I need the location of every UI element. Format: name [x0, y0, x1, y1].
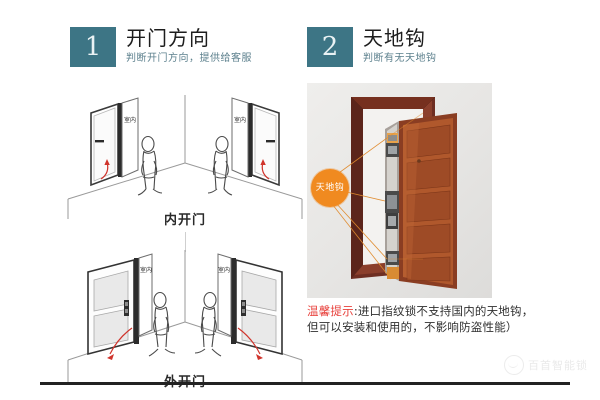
security-door-photo	[307, 83, 492, 298]
watermark: 百首智能锁	[504, 355, 588, 375]
room-label-outward-left: 室内	[140, 266, 152, 274]
room-label-inward-right: 室内	[234, 116, 246, 124]
section-number-badge-1: 1	[70, 27, 116, 67]
room-label-outward-right: 室内	[218, 266, 230, 274]
section-header-text-1: 开门方向 判断开门方向，提供给客服	[126, 27, 252, 65]
warm-tip-line2: 但可以安装和使用的，不影响防盗性能）	[307, 320, 518, 334]
section-header-text-2: 天地钩 判断有无天地钩	[363, 27, 437, 65]
diagram-divider	[185, 232, 186, 252]
section-subtitle-1: 判断开门方向，提供给客服	[126, 53, 252, 64]
watermark-logo-icon	[504, 355, 524, 375]
diagram-outward-opening-door: 室内	[60, 250, 310, 385]
diagram-caption-outward: 外开门	[60, 371, 310, 390]
sky-ground-hook-callout: 天地钩	[311, 169, 349, 207]
diagram-caption-inward: 内开门	[163, 213, 206, 228]
section-subtitle-2: 判断有无天地钩	[363, 53, 437, 64]
bottom-divider	[40, 382, 570, 385]
warm-tip: 温馨提示:进口指纹锁不支持国内的天地钩， 但可以安装和使用的，不影响防盗性能）	[307, 303, 542, 335]
warm-tip-label: 温馨提示	[307, 304, 354, 318]
section-header-1: 1 开门方向 判断开门方向，提供给客服	[70, 27, 252, 67]
warm-tip-separator: :	[353, 304, 358, 318]
section-number-badge-2: 2	[307, 27, 353, 67]
section-header-2: 2 天地钩 判断有无天地钩	[307, 27, 437, 67]
section-title-2: 天地钩	[363, 26, 426, 50]
diagram-inward-opening-door: 室内	[60, 95, 310, 220]
warm-tip-line1: 进口指纹锁不支持国内的天地钩，	[357, 304, 534, 318]
room-label-inward-left: 室内	[124, 116, 136, 124]
section-title-1: 开门方向	[126, 26, 210, 50]
watermark-text: 百首智能锁	[528, 359, 588, 372]
